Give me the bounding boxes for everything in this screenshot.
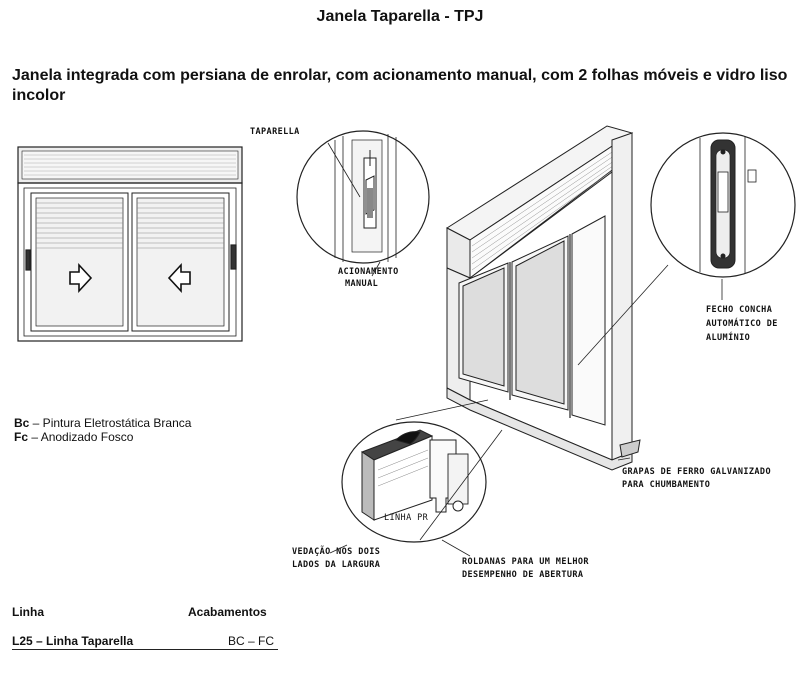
finish-code: Bc bbox=[14, 416, 30, 430]
label-fecho-3: ALUMÍNIO bbox=[706, 333, 751, 343]
table-header-linha: Linha bbox=[12, 605, 44, 619]
label-grapas-1: GRAPAS DE FERRO GALVANIZADO bbox=[622, 467, 771, 477]
label-acionamento-2: MANUAL bbox=[345, 279, 379, 289]
table-cell-linha: L25 – Linha Taparella bbox=[12, 634, 134, 648]
finish-desc: – Anodizado Fosco bbox=[28, 430, 134, 444]
arrow-right-icon bbox=[69, 262, 93, 294]
label-taparella: TAPARELLA bbox=[250, 127, 300, 137]
label-roldanas-1: ROLDANAS PARA UM MELHOR bbox=[462, 557, 589, 567]
leader-lines bbox=[327, 142, 723, 557]
table-cell-acabamentos: BC – FC bbox=[228, 634, 275, 648]
finish-item: Fc – Anodizado Fosco bbox=[14, 430, 191, 444]
detail-circle-fecho bbox=[650, 132, 796, 278]
perspective-window bbox=[446, 125, 641, 471]
detail-circle-acionamento bbox=[296, 130, 430, 264]
page-subtitle: Janela integrada com persiana de enrolar… bbox=[12, 67, 788, 104]
finish-desc: – Pintura Eletrostática Branca bbox=[29, 416, 192, 430]
label-grapas-2: PARA CHUMBAMENTO bbox=[622, 480, 711, 490]
finish-legend: Bc – Pintura Eletrostática Branca Fc – A… bbox=[14, 416, 191, 444]
page-title: Janela Taparella - TPJ bbox=[316, 8, 484, 25]
label-fecho-2: AUTOMÁTICO DE bbox=[706, 319, 778, 329]
table-header-acabamentos: Acabamentos bbox=[188, 605, 267, 619]
finish-code: Fc bbox=[14, 430, 29, 444]
arrow-left-icon bbox=[167, 262, 191, 294]
table-rule bbox=[12, 649, 278, 650]
label-acionamento-1: ACIONAMENTO bbox=[338, 267, 399, 277]
label-fecho-1: FECHO CONCHA bbox=[706, 305, 773, 315]
front-view-window bbox=[17, 146, 243, 342]
label-vedacao-2: LADOS DA LARGURA bbox=[292, 560, 381, 570]
detail-circle-vedacao bbox=[341, 421, 487, 543]
label-roldanas-2: DESEMPENHO DE ABERTURA bbox=[462, 570, 584, 580]
finish-item: Bc – Pintura Eletrostática Branca bbox=[14, 416, 191, 430]
label-vedacao-1: VEDAÇÃO NOS DOIS bbox=[292, 547, 381, 557]
label-linha-pr: LINHA PR bbox=[384, 513, 429, 523]
